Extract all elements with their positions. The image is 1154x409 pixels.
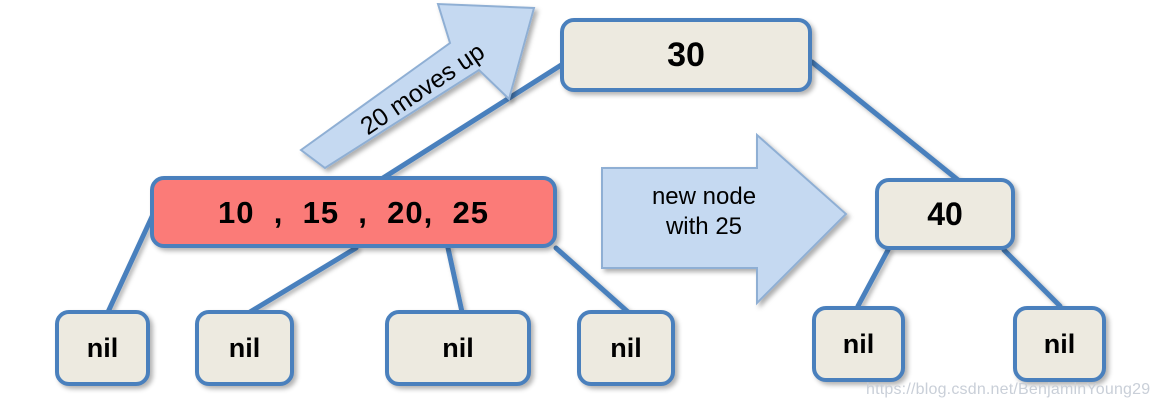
tree-node-nil-1[interactable]: nil: [55, 310, 150, 386]
annotation-new-node-with-25: new node with 25: [651, 183, 757, 240]
tree-node-nil-5[interactable]: nil: [812, 306, 905, 382]
tree-node-right[interactable]: 40: [875, 178, 1015, 250]
edge-root-to-left: [369, 59, 569, 188]
edge-left-to-nil4: [553, 245, 631, 315]
watermark-text: https://blog.csdn.net/BenjaminYoung29: [866, 381, 1151, 398]
arrow-new-node-with-25: [601, 132, 848, 306]
tree-node-root-value: 30: [667, 36, 705, 74]
tree-node-nil-2-value: nil: [228, 332, 261, 363]
edge-right-to-nil6: [1001, 247, 1063, 309]
tree-node-overflow[interactable]: 10 , 15 , 20, 25: [150, 176, 557, 248]
edge-left-to-nil3: [445, 245, 465, 315]
tree-node-nil-3-value: nil: [442, 332, 474, 363]
tree-node-nil-4[interactable]: nil: [577, 310, 675, 386]
tree-node-nil-3[interactable]: nil: [385, 310, 531, 386]
tree-node-root[interactable]: 30: [560, 18, 812, 92]
tree-node-nil-1-value: nil: [86, 332, 119, 363]
tree-node-nil-5-value: nil: [842, 328, 875, 359]
tree-node-overflow-value: 10 , 15 , 20, 25: [218, 194, 489, 230]
edge-root-to-right: [809, 59, 961, 183]
edge-right-to-nil5: [855, 247, 891, 309]
tree-node-nil-2[interactable]: nil: [195, 310, 294, 386]
arrow-20-moves-up: [299, 2, 536, 170]
edge-left-to-nil2: [247, 245, 359, 315]
tree-node-nil-6[interactable]: nil: [1013, 306, 1106, 382]
tree-node-nil-6-value: nil: [1043, 328, 1076, 359]
tree-node-right-value: 40: [927, 196, 963, 232]
tree-node-nil-4-value: nil: [610, 332, 642, 363]
